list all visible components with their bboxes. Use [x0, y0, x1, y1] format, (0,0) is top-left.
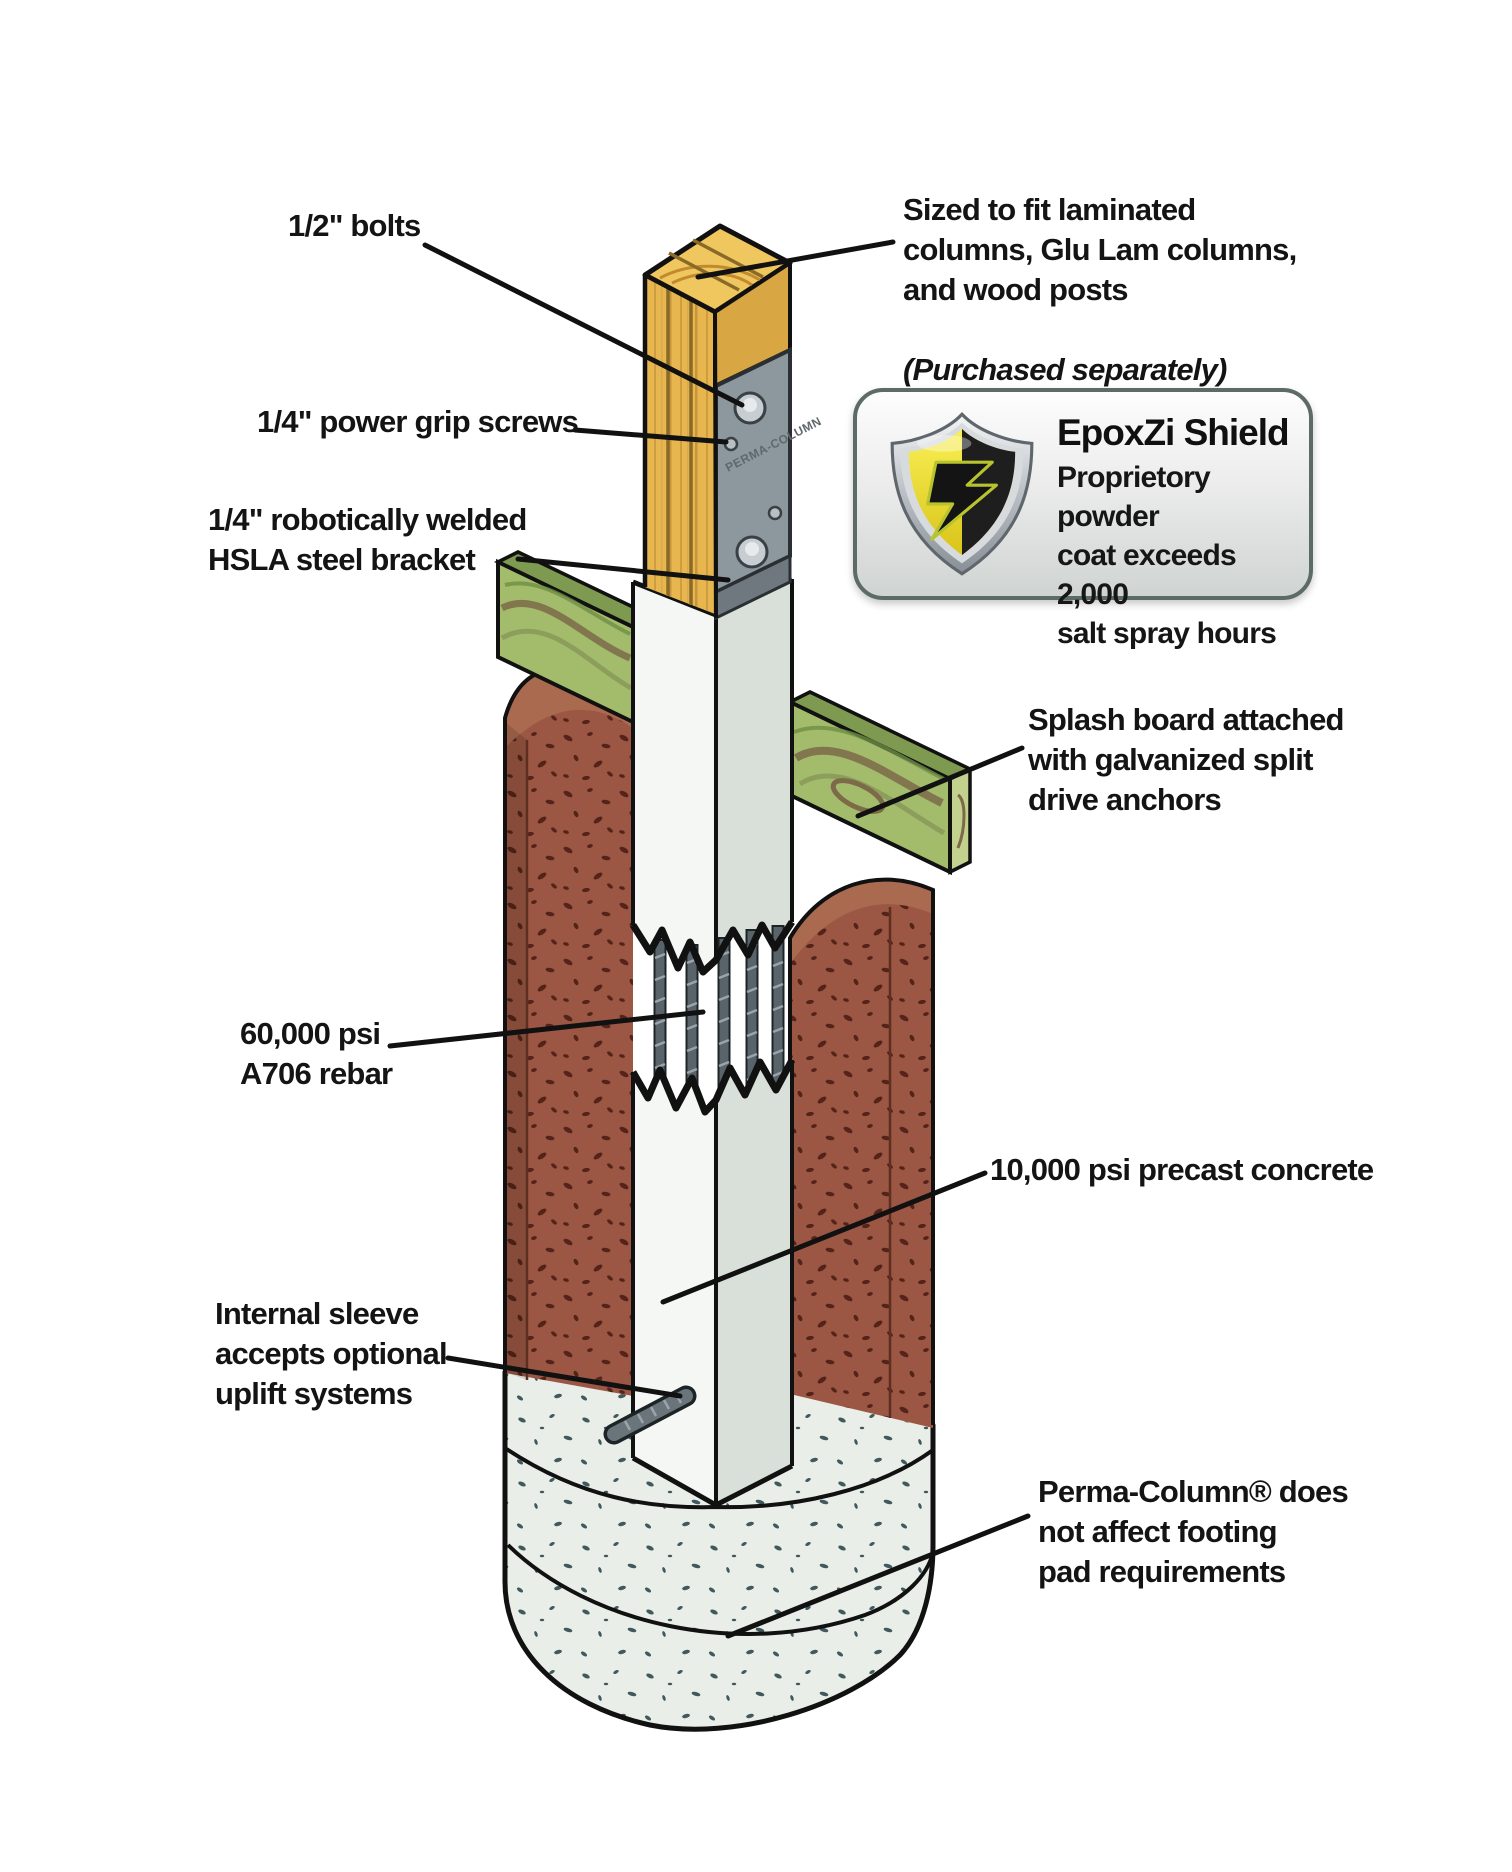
callout-sized-to-fit-note: (Purchased separately) [903, 352, 1227, 387]
soil-right-speckles [790, 879, 933, 1428]
callout-steel-bracket-label: 1/4" robotically welded HSLA steel brack… [208, 502, 527, 577]
callout-line-bolts [422, 242, 745, 408]
power-grip-screw [767, 505, 783, 521]
callout-splash-board-label: Splash board attached with galvanized sp… [1028, 702, 1344, 817]
badge-description: Proprietory powder coat exceeds 2,000 sa… [1057, 461, 1277, 650]
concrete-upper-left-face [633, 582, 716, 972]
callout-power-grip-screws-label: 1/4" power grip screws [257, 404, 579, 439]
badge-title: EpoxZi Shield [1057, 412, 1290, 453]
callout-sized-to-fit-label: Sized to fit laminated columns, Glu Lam … [903, 150, 1297, 430]
steel-bracket: PERMA-COLUMN [714, 346, 824, 621]
callout-line-sized [695, 239, 896, 280]
wood-lamination-lines [666, 287, 693, 605]
bolt-highlight [745, 542, 759, 556]
bolt-highlight [743, 398, 757, 412]
concrete-lower-right-face [716, 1060, 792, 1505]
z-lightning-glyph [926, 460, 998, 541]
uplift-rod [603, 1385, 697, 1445]
callout-line-precast [660, 1170, 988, 1305]
callout-precast-concrete-label: 10,000 psi precast concrete [990, 1152, 1374, 1187]
callout-line-screws [572, 427, 729, 445]
footing-speckles [505, 1372, 933, 1730]
epoxzi-shield-badge: EpoxZi Shield Proprietory powder coat ex… [853, 388, 1313, 650]
soil-left-side-shade [505, 722, 527, 1380]
footing-outline [502, 1369, 936, 1732]
callout-lines [387, 239, 1031, 1639]
soil-left-speckles [505, 669, 633, 1396]
callout-line-splash [855, 745, 1025, 819]
wood-grain [645, 275, 715, 614]
callout-internal-sleeve-label: Internal sleeve accepts optional uplift … [215, 1296, 448, 1411]
shield-z-lightning-icon [890, 411, 1034, 576]
soil-right-outline [788, 877, 935, 1425]
callout-line-footing [725, 1513, 1031, 1639]
callout-line-sleeve [445, 1355, 683, 1399]
splash-board-end-face [948, 766, 972, 875]
footing-pad [502, 1369, 936, 1732]
callout-line-rebar [387, 1009, 706, 1049]
break-upper-edge [630, 920, 795, 976]
callout-rebar-label: 60,000 psi A706 rebar [240, 1016, 393, 1091]
rod-ribs [623, 1393, 683, 1431]
wood-top-lamination-lines [668, 238, 764, 292]
callout-line-bracket [515, 556, 731, 583]
concrete-upper-right-face [716, 579, 792, 960]
concrete-bottom-edge [631, 1455, 794, 1508]
front-corner-edge [713, 311, 718, 619]
soil-right [788, 877, 935, 1428]
break-lower-edge [629, 1058, 796, 1116]
callout-sized-to-fit-text: Sized to fit laminated columns, Glu Lam … [903, 192, 1297, 307]
column: PERMA-COLUMN [629, 223, 824, 1508]
wood-post [642, 223, 793, 614]
footing-lip-edge [506, 1543, 935, 1636]
callout-bolts-label: 1/2" bolts [288, 208, 421, 243]
callout-footing-label: Perma-Column® does not affect footing pa… [1038, 1474, 1349, 1589]
